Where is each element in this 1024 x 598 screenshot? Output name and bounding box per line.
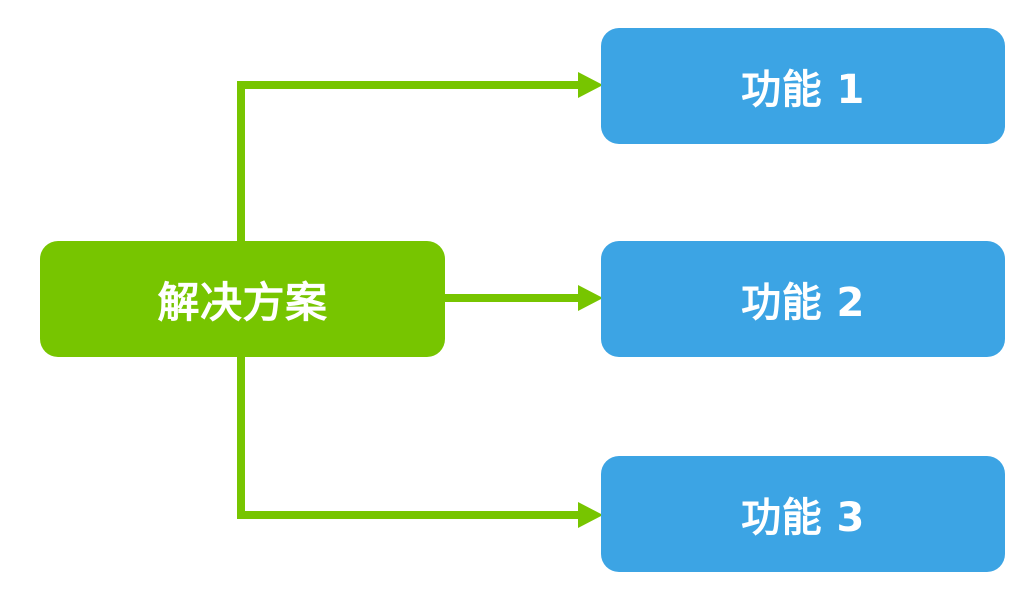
feature-node-3: 功能 3 — [601, 456, 1005, 572]
feature-node-label: 功能 3 — [741, 495, 865, 541]
feature-node-label: 功能 1 — [741, 67, 865, 113]
root-node-solution: 解决方案 — [40, 241, 445, 357]
arrow-icon — [578, 72, 603, 98]
feature-node-2: 功能 2 — [601, 241, 1005, 357]
feature-node-label: 功能 2 — [741, 280, 865, 326]
arrow-icon — [578, 285, 603, 311]
arrow-icon — [578, 502, 603, 528]
feature-node-1: 功能 1 — [601, 28, 1005, 144]
connector-to-feature-3 — [237, 357, 578, 519]
root-node-label: 解决方案 — [157, 277, 328, 327]
connector-to-feature-1 — [237, 81, 578, 241]
